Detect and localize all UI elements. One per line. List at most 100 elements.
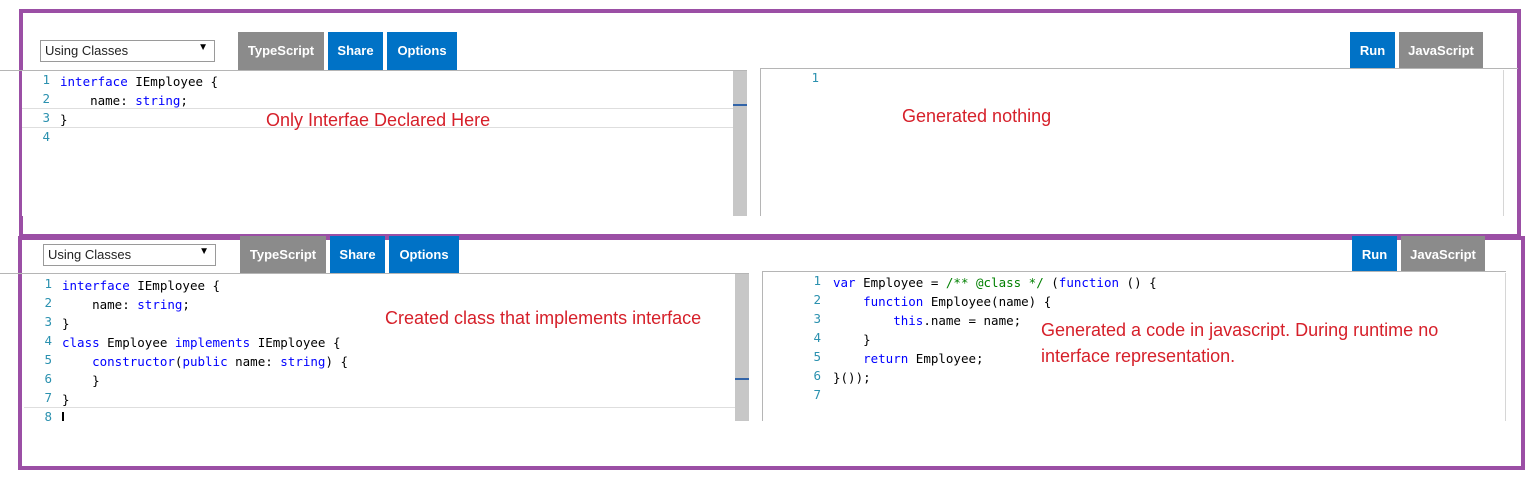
editor-scrollbar[interactable] <box>733 71 747 216</box>
code-token: name: <box>60 93 136 108</box>
share-button[interactable]: Share <box>330 236 385 274</box>
code-line: interface IEmployee { <box>60 72 218 91</box>
code-token: ( <box>174 354 183 369</box>
code-line: name: string; <box>62 295 190 314</box>
typescript-tab[interactable]: TypeScript <box>238 32 324 70</box>
code-token: var <box>833 275 856 290</box>
code-line: constructor(public name: string) { <box>62 352 348 371</box>
line-number: 1 <box>811 70 819 85</box>
code-token: string <box>135 93 181 108</box>
code-token: Employee = <box>855 275 946 290</box>
code-token: interface <box>60 74 128 89</box>
code-token: } <box>62 392 70 407</box>
example-select[interactable]: Using Classes ▼ <box>40 40 215 62</box>
example-select[interactable]: Using Classes ▼ <box>43 244 216 266</box>
editor-scrollbar[interactable] <box>735 274 749 421</box>
code-token: Employee(name) { <box>923 294 1052 309</box>
code-token: string <box>137 297 183 312</box>
code-line: var Employee = /** @class */ (function (… <box>833 273 1157 292</box>
annotation-class-implements: Created class that implements interface <box>385 308 702 328</box>
code-token: } <box>62 316 70 331</box>
code-line: this.name = name; <box>833 311 1021 330</box>
code-line: name: string; <box>60 91 188 110</box>
code-token: name: <box>227 354 281 369</box>
code-token: Employee; <box>908 351 984 366</box>
line-number: 2 <box>44 295 52 310</box>
line-number: 1 <box>44 276 52 291</box>
code-token: name: <box>62 297 138 312</box>
code-line: return Employee; <box>833 349 984 368</box>
options-button[interactable]: Options <box>387 32 457 70</box>
share-button[interactable]: Share <box>328 32 383 70</box>
code-token <box>833 313 893 328</box>
line-number: 7 <box>813 387 821 402</box>
annotation-interface-only: Only Interfae Declared Here <box>266 110 491 130</box>
code-token: } <box>62 373 100 388</box>
current-line-highlight <box>24 407 749 408</box>
annotation-generated-code-line2: interface representation. <box>1041 346 1236 366</box>
line-number: 3 <box>813 311 821 326</box>
line-number: 8 <box>44 409 52 421</box>
code-token <box>833 351 863 366</box>
line-number: 4 <box>44 333 52 348</box>
code-token: interface <box>62 278 130 293</box>
code-token: public <box>182 354 228 369</box>
code-token: class <box>62 335 100 350</box>
output-scrollbar[interactable] <box>1505 273 1506 421</box>
code-token: IEmployee { <box>250 335 341 350</box>
scroll-marker <box>733 104 747 106</box>
line-number: 1 <box>42 72 50 87</box>
code-line: interface IEmployee { <box>62 276 220 295</box>
code-token: this <box>893 313 924 328</box>
code-token <box>62 354 92 369</box>
example-select-value: Using Classes <box>48 247 132 262</box>
code-token <box>833 294 863 309</box>
line-number: 1 <box>813 273 821 288</box>
code-line: } <box>833 330 871 349</box>
text-cursor <box>62 412 64 421</box>
code-line <box>62 409 64 421</box>
code-line: } <box>60 110 68 129</box>
code-token: function <box>863 294 924 309</box>
run-button[interactable]: Run <box>1350 32 1395 70</box>
options-button[interactable]: Options <box>389 236 459 274</box>
line-number: 3 <box>42 110 50 125</box>
line-number: 7 <box>44 390 52 405</box>
code-token: ; <box>180 93 188 108</box>
current-line-highlight <box>22 108 747 109</box>
scroll-marker <box>735 378 749 380</box>
code-token: .name = name; <box>923 313 1022 328</box>
javascript-tab[interactable]: JavaScript <box>1401 236 1485 274</box>
code-token: implements <box>174 335 251 350</box>
annotation-generated-code-line1: Generated a code in javascript. During r… <box>1041 320 1439 340</box>
code-token: ) { <box>325 354 349 369</box>
code-token: /** @class */ <box>945 275 1044 290</box>
line-number: 6 <box>44 371 52 386</box>
code-token: () { <box>1119 275 1157 290</box>
typescript-editor[interactable]: 1 2 3 4 5 6 7 8 interface IEmployee { name: str… <box>24 273 749 421</box>
javascript-output[interactable]: 1 <box>760 68 1504 216</box>
current-line-highlight <box>22 127 747 128</box>
annotation-generated-nothing: Generated nothing <box>902 106 1052 126</box>
run-button[interactable]: Run <box>1352 236 1397 274</box>
code-token: Employee <box>99 335 175 350</box>
code-token: string <box>280 354 326 369</box>
code-line: } <box>62 314 70 333</box>
code-line: } <box>62 390 70 409</box>
code-token: return <box>863 351 909 366</box>
code-line: }()); <box>833 368 871 387</box>
typescript-tab[interactable]: TypeScript <box>240 236 326 274</box>
output-scrollbar[interactable] <box>1503 70 1504 216</box>
code-token: ( <box>1043 275 1059 290</box>
example-select-value: Using Classes <box>45 43 129 58</box>
code-token: constructor <box>92 354 175 369</box>
javascript-tab[interactable]: JavaScript <box>1399 32 1483 70</box>
line-number: 5 <box>44 352 52 367</box>
line-number: 5 <box>813 349 821 364</box>
line-number: 3 <box>44 314 52 329</box>
code-token: ; <box>182 297 190 312</box>
code-token: }()); <box>833 370 871 385</box>
toolbar-divider <box>0 70 40 71</box>
